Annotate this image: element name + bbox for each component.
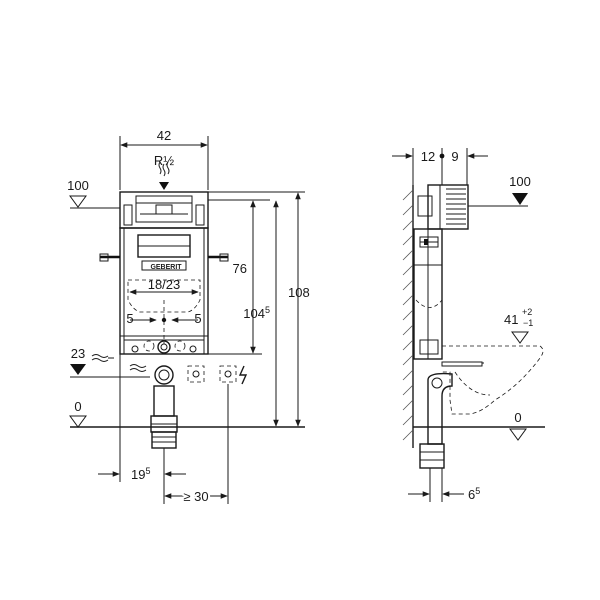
side-drain-bend	[419, 372, 453, 469]
front-level-100-triangle	[69, 195, 87, 208]
wc-bowl-outline	[442, 345, 544, 415]
side-level-100-triangle	[512, 193, 528, 205]
side-level-41-label: 41	[504, 312, 518, 327]
front-level-0-triangle	[69, 415, 87, 428]
front-view: 42 R½ 100 GEBERIT	[67, 128, 310, 506]
right-offset-label: 5	[194, 311, 201, 326]
front-level-23-triangle	[70, 364, 86, 375]
side-level-100-label: 100	[509, 174, 531, 189]
depth-right-label: 9	[451, 149, 458, 164]
depth-left-label: 12	[421, 149, 435, 164]
wc-seat-bracket	[441, 361, 483, 367]
electric-icon	[238, 365, 248, 385]
water-inlet-icon	[158, 161, 170, 190]
cistern-dashed-outline	[127, 279, 201, 313]
left-offset-label: 5	[126, 311, 133, 326]
front-level-100-label: 100	[67, 178, 89, 193]
front-level-0-label: 0	[74, 399, 81, 414]
brand-badge	[141, 260, 187, 271]
depth-divider-dot	[439, 153, 445, 159]
side-cistern-top	[427, 184, 469, 230]
bottom-offset-label: 65	[468, 486, 480, 502]
flush-connection	[157, 340, 171, 354]
side-level-41-triangle	[511, 331, 529, 344]
spacing-label: 18/23	[148, 277, 181, 292]
width-label: 42	[157, 128, 171, 143]
center-dot	[161, 317, 167, 323]
cistern-top-inner	[135, 195, 193, 223]
dim-76-label: 76	[233, 261, 247, 276]
side-level-41-sub: −1	[523, 318, 533, 328]
dim-104-label: 1045	[243, 305, 270, 321]
connection-label: R½	[154, 153, 174, 168]
cistern-top-box	[119, 191, 209, 229]
side-view: 12 9	[392, 148, 545, 502]
connection-box-water	[187, 365, 205, 383]
side-cistern-ribs	[446, 188, 466, 225]
side-level-0-label: 0	[514, 410, 521, 425]
connection-box-electric	[219, 365, 237, 383]
wall-hatching	[402, 189, 414, 441]
min-distance-label: ≥ 30	[183, 489, 208, 504]
water-supply-icon	[91, 354, 147, 372]
drain-pipe	[150, 365, 178, 449]
side-level-0-triangle	[509, 428, 527, 441]
dim-108-label: 108	[288, 285, 310, 300]
front-level-23-label: 23	[71, 346, 85, 361]
pipe-offset-label: 195	[131, 466, 150, 482]
brand-text: GEBERIT	[150, 264, 182, 271]
side-level-41-sup: +2	[522, 307, 532, 317]
